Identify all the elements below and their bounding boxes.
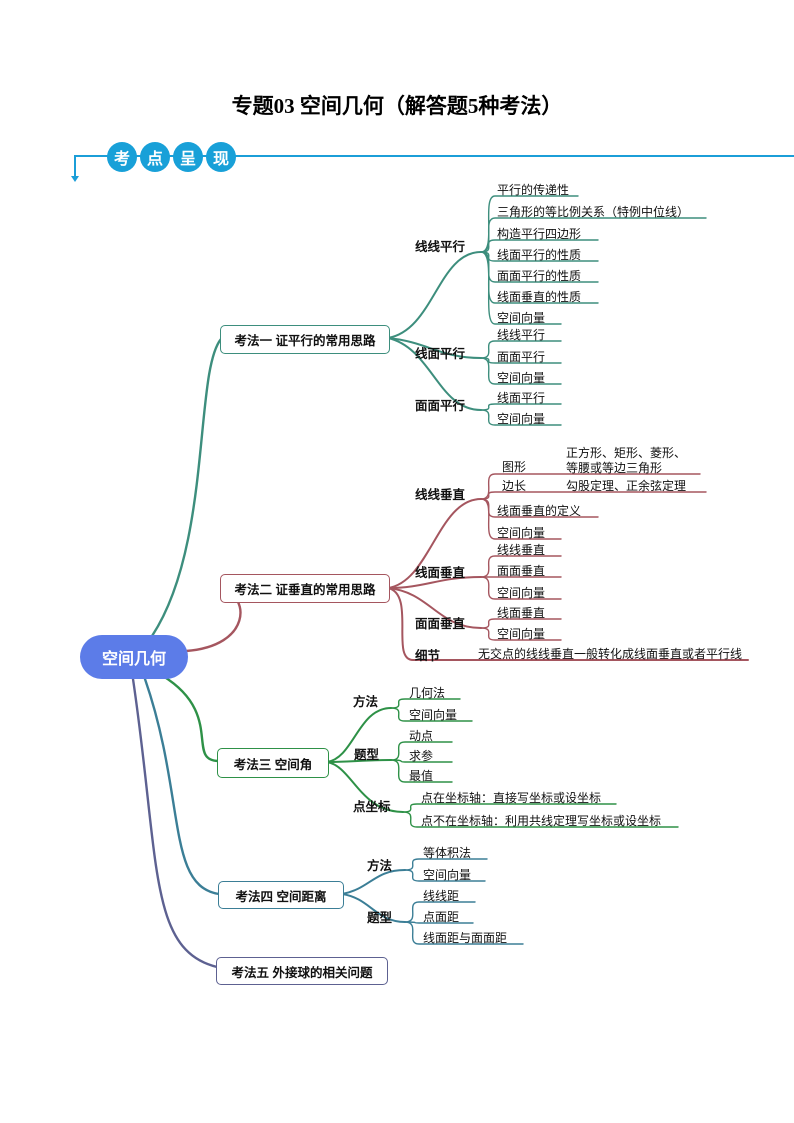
leaf-label: 构造平行四边形 [497,227,582,241]
leaf-sub-label: 等腰或等边三角形 [566,461,663,475]
topic-box-method3: 考法三 空间角 [217,748,329,778]
group-label: 面面垂直 [415,617,466,631]
leaf-label: 求参 [409,749,434,763]
badge-char-4: 现 [206,142,236,172]
leaf-label: 线面垂直的定义 [497,504,582,518]
badge-char-3: 呈 [173,142,203,172]
leaf-label: 最值 [409,769,434,783]
topic-box-method1: 考法一 证平行的常用思路 [220,325,390,354]
leaf-label: 动点 [409,729,434,743]
leaf-label: 空间向量 [497,627,546,641]
leaf-label: 面面垂直 [497,564,546,578]
leaf-label: 线面垂直 [497,606,546,620]
leaf-label: 线线垂直 [497,543,546,557]
topic-box-method2: 考法二 证垂直的常用思路 [220,574,390,603]
group-label: 题型 [354,748,380,762]
group-label: 方法 [353,695,379,709]
group-label: 细节 [415,649,441,663]
leaf-label: 点面距 [423,910,460,924]
group-label: 方法 [367,859,393,873]
leaf-label: 面面平行的性质 [497,269,582,283]
group-label: 线线平行 [415,240,466,254]
leaf-label: 边长 [502,479,527,493]
group-label: 面面平行 [415,399,466,413]
leaf-label: 线面平行 [497,391,546,405]
leaf-label: 线面垂直的性质 [497,290,582,304]
leaf-label: 面面平行 [497,350,546,364]
leaf-label: 空间向量 [497,371,546,385]
leaf-sub-label: 正方形、矩形、菱形、 [566,446,687,460]
group-label: 线面垂直 [415,566,466,580]
leaf-label: 空间向量 [497,311,546,325]
page-title: 专题03 空间几何（解答题5种考法） [231,94,563,118]
header-rule-arrow-icon [71,176,79,182]
leaf-label: 平行的传递性 [497,183,570,197]
leaf-label: 无交点的线线垂直一般转化成线面垂直或者平行线 [478,647,743,661]
group-label: 线面平行 [415,347,466,361]
leaf-label: 线面距与面面距 [423,931,508,945]
leaf-label: 图形 [502,460,527,474]
leaf-label: 等体积法 [423,846,472,860]
topic-box-method4: 考法四 空间距离 [218,881,344,909]
central-topic: 空间几何 [80,635,188,679]
header-rule-horizontal [75,155,794,157]
leaf-label: 点不在坐标轴：利用共线定理写坐标或设坐标 [421,814,662,828]
badge-char-2: 点 [140,142,170,172]
leaf-label: 线线距 [423,889,460,903]
header-rule-vertical [74,155,76,176]
leaf-label: 线面平行的性质 [497,248,582,262]
leaf-label: 空间向量 [497,526,546,540]
group-label: 点坐标 [353,800,391,814]
group-label: 题型 [367,911,393,925]
leaf-label: 三角形的等比例关系（特例中位线） [497,205,690,219]
badge-char-1: 考 [107,142,137,172]
leaf-label: 空间向量 [409,708,458,722]
leaf-label: 空间向量 [497,412,546,426]
leaf-label: 空间向量 [423,868,472,882]
group-label: 线线垂直 [415,488,466,502]
leaf-label: 线线平行 [497,328,546,342]
topic-box-method5: 考法五 外接球的相关问题 [216,957,388,985]
leaf-sub-label: 勾股定理、正余弦定理 [566,479,687,493]
leaf-label: 空间向量 [497,586,546,600]
leaf-label: 几何法 [409,686,446,700]
leaf-label: 点在坐标轴：直接写坐标或设坐标 [421,791,602,805]
